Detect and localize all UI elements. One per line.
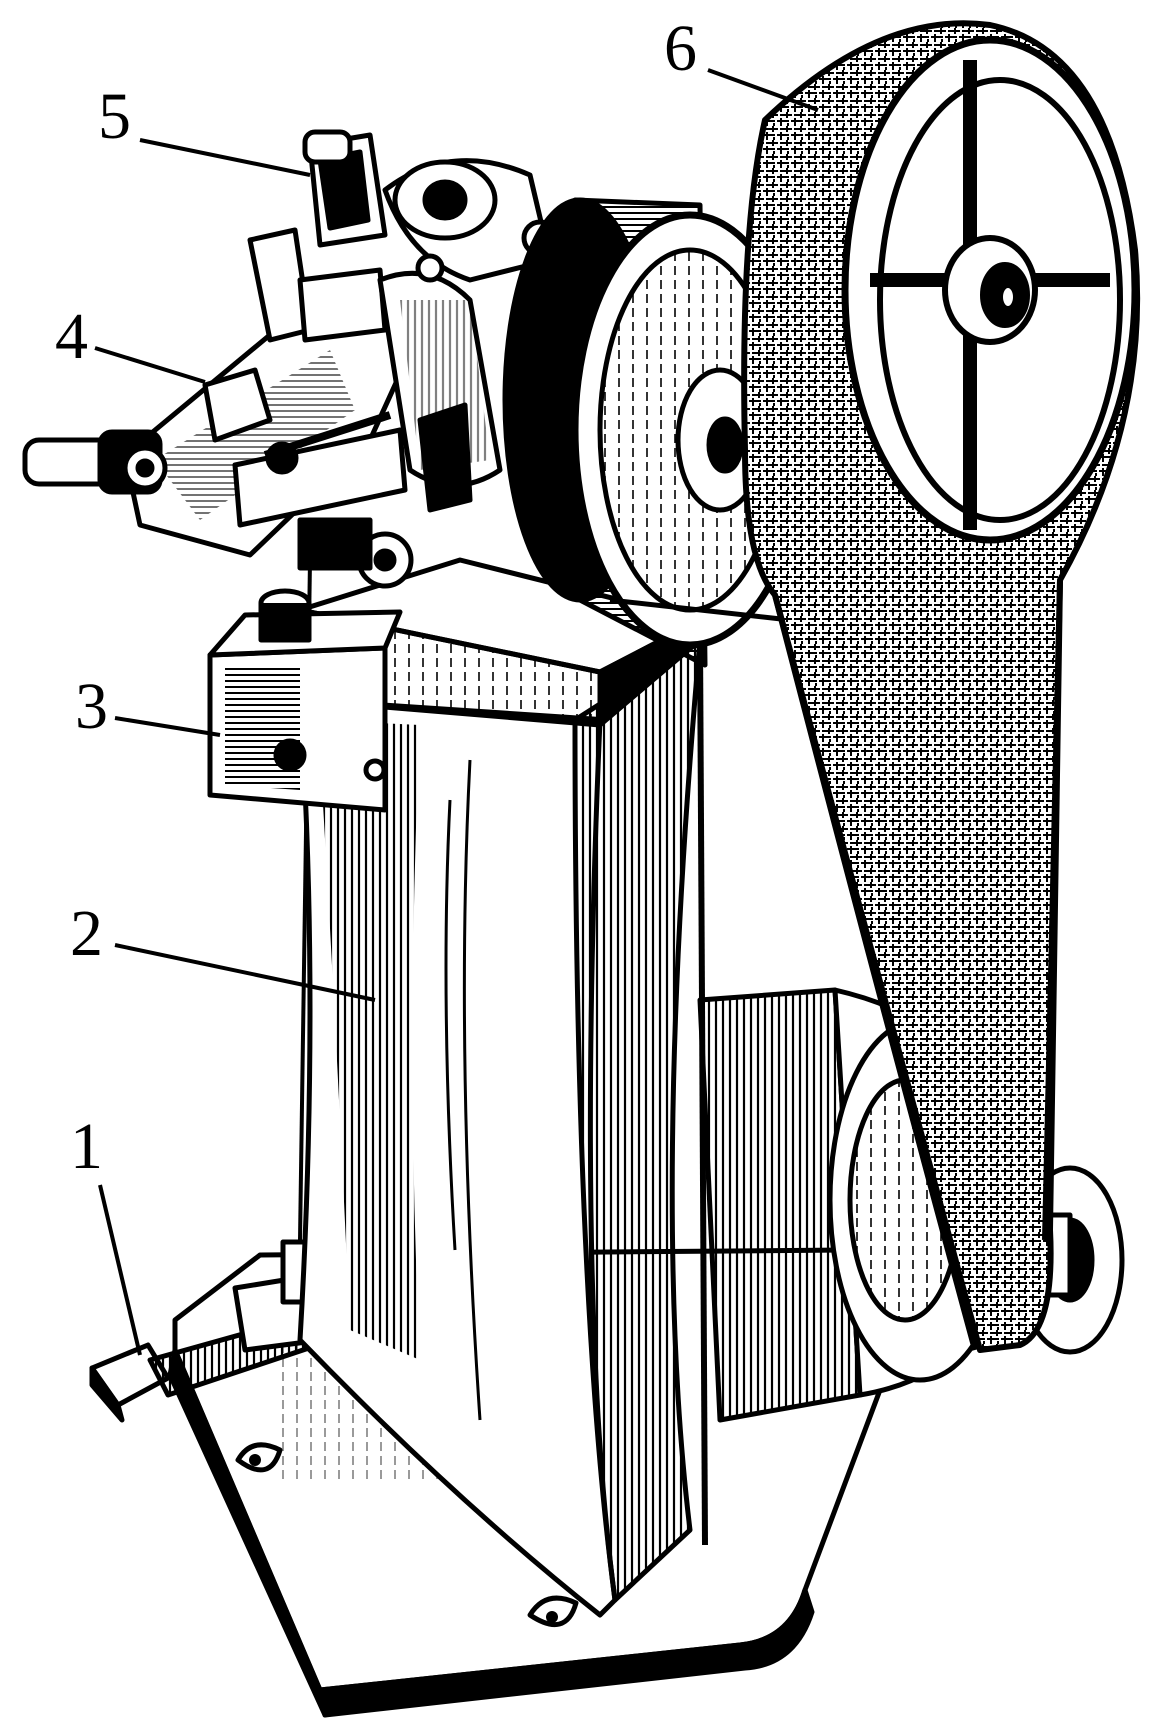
- callout-label-6: 6: [664, 12, 697, 85]
- leader-2: [114, 943, 376, 1002]
- callout-label-3: 3: [75, 670, 108, 743]
- pedestal-column: [297, 637, 708, 1618]
- flywheel-drum: [502, 197, 809, 668]
- callout-labels: 1 2 3 4 5 6: [55, 12, 697, 1183]
- side-housing: [207, 588, 403, 813]
- belt-pulley: [741, 20, 1141, 1353]
- working-head: [22, 129, 559, 589]
- callout-leaders: [94, 68, 819, 1356]
- leader-3: [114, 716, 221, 737]
- callout-label-5: 5: [98, 80, 131, 153]
- leader-6: [707, 68, 819, 112]
- callout-label-2: 2: [70, 897, 103, 970]
- leader-1: [98, 1184, 142, 1356]
- leader-5: [139, 138, 311, 177]
- leader-4: [94, 346, 206, 384]
- callout-label-1: 1: [70, 1110, 103, 1183]
- callout-label-4: 4: [55, 300, 88, 373]
